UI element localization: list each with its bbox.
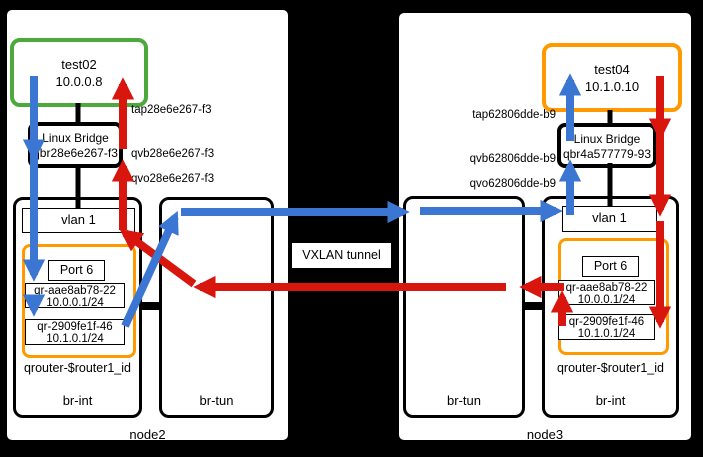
vxlan-tunnel-label: VXLAN tunnel — [292, 243, 391, 268]
node2-qvb-port-label: qvb28e6e267-f3 — [131, 148, 215, 160]
node3-qvo-port-label: qvo62806dde-b9 — [469, 178, 556, 190]
node3-linux-bridge-box: Linux Bridge qbr4a577779-93 — [557, 123, 657, 168]
linux-bridge-title: Linux Bridge — [573, 132, 641, 146]
node3-qr-interface2-box: qr-2909fe1f-46 10.1.0.1/24 — [558, 314, 655, 340]
vm-name: test02 — [61, 57, 97, 72]
qr-if-ip: 10.1.0.1/24 — [577, 328, 636, 340]
qr-if-ip: 10.0.0.1/24 — [577, 294, 636, 306]
node2-qrouter-label: qrouter-$router1_id — [23, 361, 131, 375]
vm-ip: 10.1.0.10 — [584, 79, 640, 94]
node3-br-tun-label: br-tun — [447, 393, 481, 408]
qr-if-name: qr-aae8ab78-22 — [565, 282, 648, 294]
node3-qrouter-label: qrouter-$router1_id — [556, 361, 664, 375]
qr-if-name: qr-2909fe1f-46 — [568, 316, 645, 328]
linux-bridge-title: Linux Bridge — [42, 131, 109, 145]
node2-linux-bridge-box: Linux Bridge qbr28e6e267-f3 — [28, 122, 123, 168]
linux-bridge-name: qbr28e6e267-f3 — [33, 146, 118, 160]
node2-tap-port-label: tap28e6e267-f3 — [131, 104, 212, 116]
vm-name: test04 — [594, 62, 630, 77]
node3-vlan-box: vlan 1 — [562, 206, 657, 232]
node3-port6-box: Port 6 — [582, 256, 639, 277]
node3-br-tun-box — [403, 196, 525, 418]
linux-bridge-name: qbr4a577779-93 — [562, 147, 652, 161]
node2-br-tun-label: br-tun — [199, 393, 234, 408]
node2-br-int-label: br-int — [62, 393, 93, 408]
node3-qr-interface1-box: qr-aae8ab78-22 10.0.0.1/24 — [558, 280, 655, 306]
node3-tap-port-label: tap62806dde-b9 — [472, 109, 556, 121]
node2-br-tun-box — [159, 197, 274, 418]
node3-br-int-label: br-int — [595, 393, 626, 408]
node2-qvo-port-label: qvo28e6e267-f3 — [131, 173, 215, 185]
node2-qr-interface2-box: qr-2909fe1f-46 10.1.0.1/24 — [25, 319, 125, 345]
node3-vm-test04: test04 10.1.0.10 — [542, 43, 682, 112]
node2-vm-test02: test02 10.0.0.8 — [10, 38, 148, 107]
node2-port6-box: Port 6 — [48, 260, 105, 281]
node3-qvb-port-label: qvb62806dde-b9 — [469, 153, 556, 165]
qr-if-ip: 10.0.0.1/24 — [46, 297, 104, 309]
node2-vlan-box: vlan 1 — [22, 208, 135, 233]
qr-if-ip: 10.1.0.1/24 — [46, 333, 104, 345]
node3-title: node3 — [526, 427, 564, 442]
node2-qr-interface1-box: qr-aae8ab78-22 10.0.0.1/24 — [25, 283, 125, 309]
node2-title: node2 — [129, 427, 166, 442]
qr-if-name: qr-aae8ab78-22 — [34, 285, 116, 297]
vm-ip: 10.0.0.8 — [55, 74, 103, 89]
qr-if-name: qr-2909fe1f-46 — [37, 321, 113, 333]
